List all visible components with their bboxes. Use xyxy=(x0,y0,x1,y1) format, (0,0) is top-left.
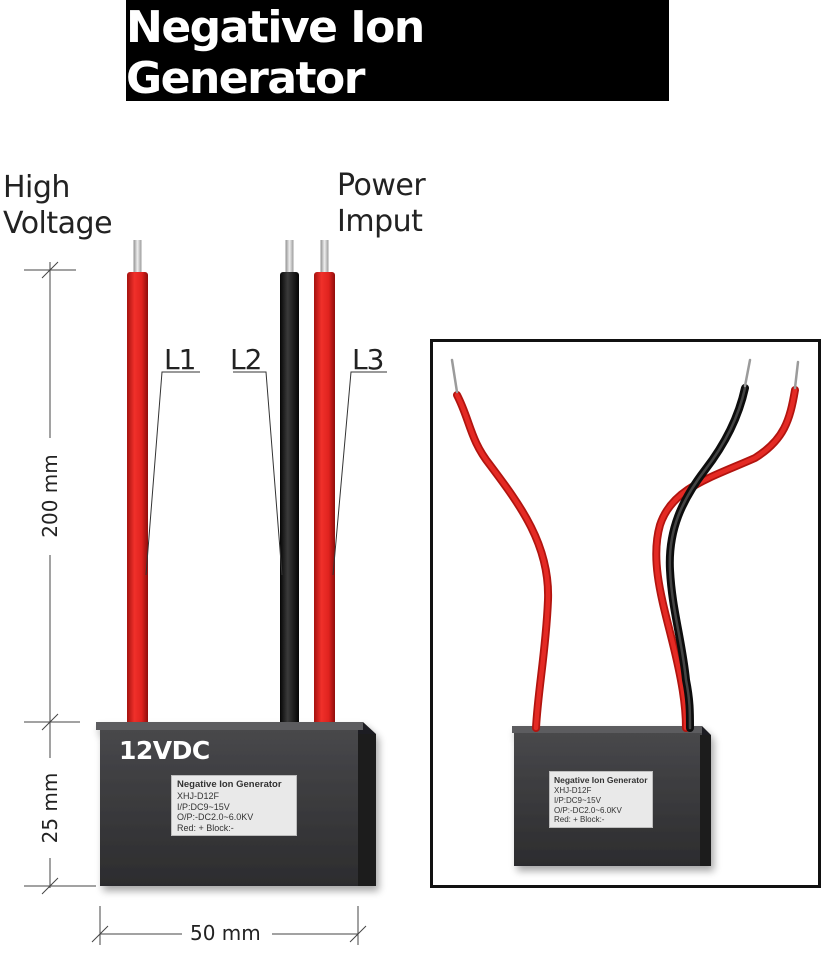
dimension-lines xyxy=(24,261,367,945)
wire-tip xyxy=(285,240,294,274)
photo-module-side xyxy=(700,735,711,866)
dim-slash-mid xyxy=(41,713,59,731)
wire-insulation xyxy=(314,272,335,728)
photo-tip-left xyxy=(450,358,459,394)
power-input-caption: Power Imput xyxy=(337,168,426,240)
photo-module-top-edge xyxy=(512,726,702,733)
photo-tip-black xyxy=(743,358,752,388)
title-bar: Negative Ion Generator xyxy=(126,0,669,104)
plate-polarity: Red: + Block:- xyxy=(554,815,605,825)
module-side xyxy=(358,734,376,886)
dim-label-25mm: 25 mm xyxy=(38,772,62,844)
high-voltage-caption: High Voltage xyxy=(3,170,113,242)
plate-title: Negative Ion Generator xyxy=(554,775,648,785)
wire-label-l1: L1 xyxy=(164,343,196,376)
wire-l3 xyxy=(314,240,335,728)
wire-insulation xyxy=(127,272,148,728)
dim-slash-top xyxy=(41,261,59,279)
wire-tip xyxy=(320,240,329,274)
caption-line: Imput xyxy=(337,204,423,239)
wire-l1 xyxy=(127,240,148,728)
caption-line: Voltage xyxy=(3,206,113,241)
plate-model: XHJ-D12F xyxy=(177,791,220,801)
leader-l2 xyxy=(233,371,283,576)
page-title: Negative Ion Generator xyxy=(126,1,425,104)
dim-label-50mm: 50 mm xyxy=(190,921,261,945)
plate-polarity: Red: + Block:- xyxy=(177,822,234,833)
caption-line: Power xyxy=(337,168,426,203)
dim-slash-bottom xyxy=(41,877,59,895)
photo-wire-black-highlight xyxy=(668,386,747,730)
plate-input: I/P:DC9~15V xyxy=(177,801,230,812)
wire-label-l2: L2 xyxy=(230,343,262,376)
wire-insulation xyxy=(280,272,299,728)
dim-slash-right xyxy=(349,925,367,943)
module-top-edge xyxy=(96,722,363,730)
voltage-label: 12VDC xyxy=(119,736,210,765)
caption-line: High xyxy=(3,170,70,205)
photo-wire-red-right-highlight xyxy=(653,387,798,731)
photo-wire-red-left-highlight xyxy=(454,392,551,731)
photo-tip-right xyxy=(793,360,800,390)
photo-wires xyxy=(453,384,799,732)
dim-slash-left xyxy=(91,925,109,943)
plate-input: I/P:DC9~15V xyxy=(554,795,601,805)
spec-plate: Negative Ion Generator XHJ-D12F I/P:DC9~… xyxy=(171,775,297,836)
leader-l3 xyxy=(332,371,387,576)
plate-model: XHJ-D12F xyxy=(554,786,592,795)
wire-label-l3: L3 xyxy=(352,343,384,376)
plate-output: O/P:-DC2.0~6.0KV xyxy=(177,812,254,822)
plate-title: Negative Ion Generator xyxy=(177,779,282,790)
wire-l2 xyxy=(280,240,299,728)
wire-tip xyxy=(133,240,142,274)
plate-output: O/P:-DC2.0~6.0KV xyxy=(554,805,622,815)
photo-spec-plate: Negative Ion Generator XHJ-D12F I/P:DC9~… xyxy=(549,771,653,828)
dim-label-200mm: 200 mm xyxy=(38,454,62,538)
leader-l1 xyxy=(145,371,200,576)
photo-wire-tips xyxy=(450,358,800,394)
leader-lines xyxy=(145,371,387,576)
